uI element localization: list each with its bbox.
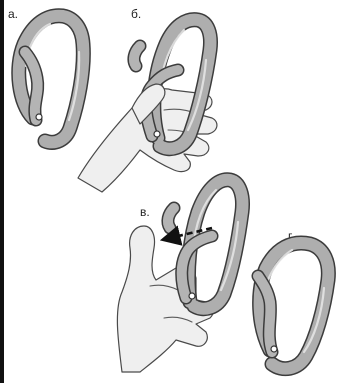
carabiner-icon (19, 16, 84, 143)
carabiner-icon (258, 243, 328, 369)
carabiner-icon (168, 180, 243, 309)
